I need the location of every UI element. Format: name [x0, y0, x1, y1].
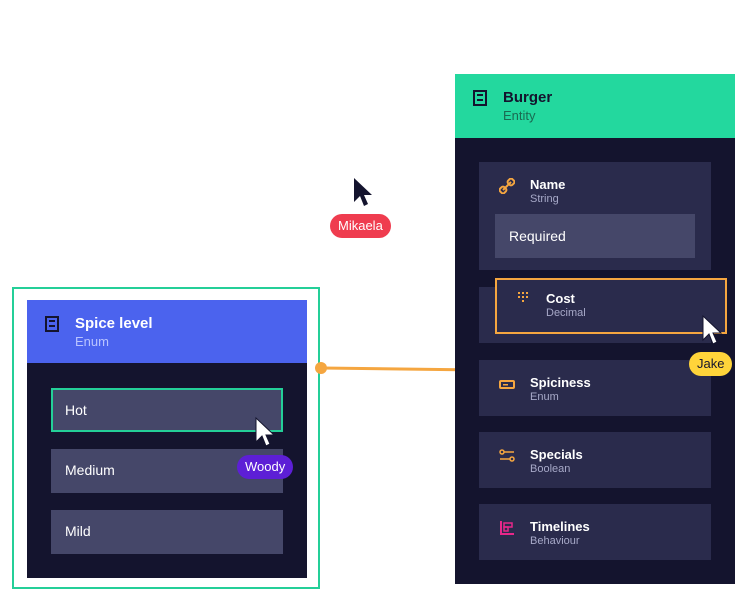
spice-card-header[interactable]: Spice level Enum	[27, 300, 307, 363]
field-name[interactable]: Name String Required	[479, 162, 711, 270]
mikaela-cursor-icon	[354, 178, 372, 206]
burger-card-subtitle: Entity	[503, 108, 536, 123]
field-type: String	[530, 193, 559, 205]
burger-card[interactable]: Burger Entity Name String Required Cost …	[455, 74, 735, 584]
option-mild[interactable]: Mild	[51, 510, 283, 554]
field-title: Spiciness	[530, 375, 591, 390]
option-label: Mild	[65, 523, 91, 539]
option-hot[interactable]: Hot	[51, 388, 283, 432]
field-type: Enum	[530, 391, 559, 403]
spice-level-card[interactable]: Spice level Enum Hot Medium Mild	[27, 300, 307, 578]
burger-card-title: Burger	[503, 89, 553, 106]
document-icon	[45, 316, 59, 332]
mikaela-cursor-label: Mikaela	[330, 214, 391, 238]
woody-cursor-icon	[255, 416, 276, 447]
field-specials[interactable]: Specials Boolean	[479, 432, 711, 488]
document-icon	[473, 90, 487, 106]
required-option[interactable]: Required	[495, 214, 695, 258]
field-title: Name	[530, 177, 566, 192]
field-type: Behaviour	[530, 535, 580, 547]
spice-card-title: Spice level	[75, 315, 153, 332]
woody-cursor-label: Woody	[237, 455, 294, 479]
jake-cursor-label: Jake	[689, 352, 733, 376]
enum-icon	[499, 380, 515, 389]
burger-card-header[interactable]: Burger Entity	[455, 74, 735, 138]
spice-card-selection-frame	[12, 287, 320, 589]
hash-icon	[518, 292, 528, 302]
field-timelines[interactable]: Timelines Behaviour	[479, 504, 711, 560]
option-label: Hot	[65, 402, 87, 418]
link-icon	[499, 178, 515, 194]
toggle-icon	[499, 449, 515, 462]
field-title: Cost	[546, 291, 575, 306]
field-title: Specials	[530, 447, 583, 462]
field-title: Timelines	[530, 519, 590, 534]
timeline-icon	[500, 521, 514, 535]
required-label: Required	[509, 228, 566, 244]
jake-cursor-icon	[702, 314, 723, 345]
field-spiciness[interactable]: Spiciness Enum	[479, 360, 711, 416]
field-type: Decimal	[546, 307, 586, 319]
spice-card-subtitle: Enum	[75, 334, 109, 349]
option-label: Medium	[65, 462, 115, 478]
connector-start-dot	[315, 362, 327, 374]
field-cost[interactable]: Cost Decimal	[495, 278, 727, 334]
field-type: Boolean	[530, 463, 571, 475]
